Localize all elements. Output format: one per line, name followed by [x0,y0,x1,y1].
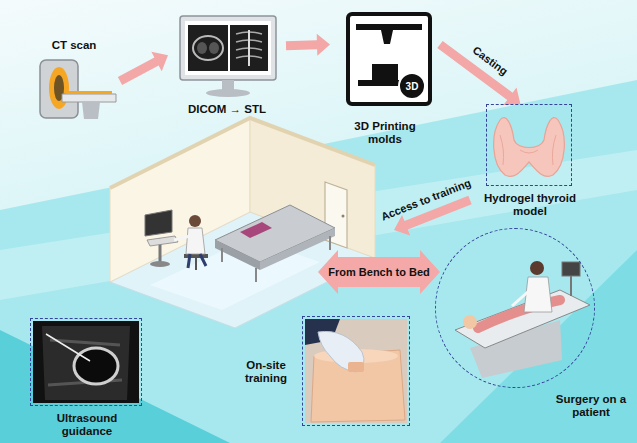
arrow-label: Access to training [379,176,472,223]
ct-slice-body [193,36,223,60]
ct-slice-lung [209,42,219,54]
node-label: Surgery on a patient [551,393,631,419]
ct-slice-lung [197,42,207,54]
ultrasound-screen [33,321,139,403]
bed-legs [222,236,330,282]
wall-top [110,118,375,188]
bed-pad [66,91,112,94]
bench-to-bed-arrow [318,250,440,294]
node-label: CT scan [29,39,119,52]
thyroid-texture [500,135,556,165]
gantry [40,60,78,118]
ct-scanner-icon [40,60,116,119]
monitor-base [206,89,250,97]
bed-base [82,102,100,119]
ultrasound-fan [42,326,130,400]
door-knob [342,215,345,218]
needle-line [46,334,90,361]
double-arrow-shape [318,250,440,294]
chest-image [230,25,268,71]
flow-arrow [118,52,168,85]
node-label: DICOM → STL [168,103,286,116]
room-left-wall [110,118,250,282]
monitor-pole [570,276,572,296]
monitor-frame [180,16,276,80]
training-box: On-site training [302,316,410,426]
tissue-speckle [48,340,122,385]
surgeon-coat [524,277,552,312]
surgeon-head [530,261,544,275]
training-room [110,118,375,328]
scanner-bed [62,94,116,102]
surgeon-arm [512,290,530,306]
node-label: 3D Printing molds [337,120,433,146]
patient-head [463,315,477,329]
operator-head [189,215,201,227]
node-label: On-site training [237,359,295,385]
printer-badge [399,73,425,99]
probe [348,362,364,372]
node-label: Hydrogel thyroid model [474,192,586,218]
model-box: Hydrogel thyroid model [486,104,572,186]
machine-base [150,261,170,267]
chair-leg [195,258,197,270]
operator-arm [174,236,190,240]
monitor-screen [185,21,271,75]
ultrasound-nodule [74,348,118,384]
ultrasound-image [33,321,139,403]
printer-bed [358,80,400,86]
operator-coat [186,228,205,254]
node-label: Ultrasound guidance [37,412,137,438]
printer-beam [356,24,422,30]
monitor-icon [180,16,276,97]
surgery-scene [455,261,590,378]
printer-frame [348,14,430,104]
edge-label: Casting [470,44,510,78]
machine-screen [145,210,172,236]
gantry-ring [49,67,69,109]
background-band [0,80,637,443]
printer-nozzle [381,30,393,44]
monitor-stand [222,80,234,90]
arrow-label: From Bench to Bed [328,266,429,279]
surgery-monitor [562,262,580,276]
ct-slice [188,25,228,71]
photo-ground [305,319,407,423]
printer-icon [348,14,430,104]
spine [248,30,250,66]
flow-arrow [437,41,520,105]
printer-node: 3D Printing molds [330,10,440,148]
operator-legs [188,254,206,268]
flow-arrow [286,34,330,56]
chair-seat [184,254,208,258]
printed-object [372,64,398,80]
surgery-bed [455,290,590,348]
thyroid-shape [494,118,565,177]
machine-keyboard [147,236,178,246]
ct-scan-node: CT scan [28,36,120,126]
ultrasound-box: Ultrasound guidance [30,318,142,406]
bed-side [260,228,335,270]
thyroid-model [494,118,565,177]
background-corner [440,250,637,443]
printer-badge-text: 3D [406,80,419,93]
dicom-node: DICOM → STL [168,10,286,118]
gloved-hand [318,331,364,372]
surgery-circle: Surgery on a patient [435,228,595,388]
onsite-photo [305,319,407,423]
model-on-bed [240,222,272,238]
